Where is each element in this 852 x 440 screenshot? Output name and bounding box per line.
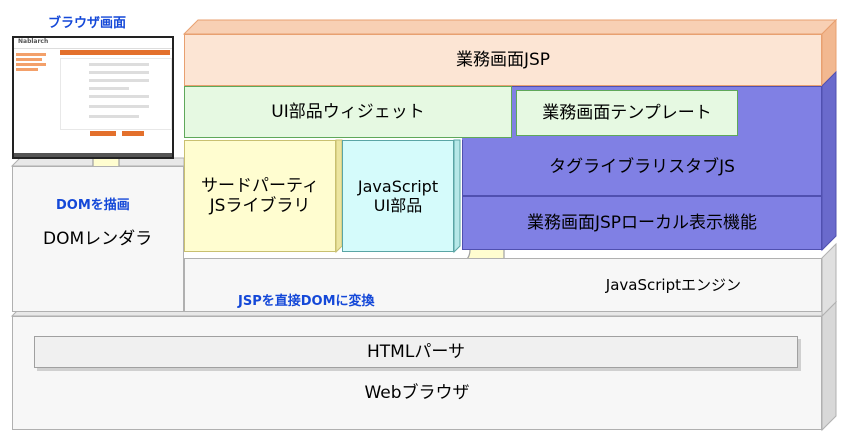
business-jsp-label: 業務画面JSP xyxy=(455,49,551,70)
web-browser-label: Webブラウザ xyxy=(364,382,470,403)
third-party-line2: JSライブラリ xyxy=(209,196,311,216)
js-engine-layer: JavaScriptエンジン xyxy=(184,258,822,312)
thumbnail-sidebar xyxy=(16,51,54,87)
taglib-stub-label: タグライブラリスタブJS xyxy=(549,157,735,178)
browser-screen-label: ブラウザ画面 xyxy=(48,16,127,31)
js-engine-label: JavaScriptエンジン xyxy=(605,276,741,294)
business-template-label: 業務画面テンプレート xyxy=(542,102,712,123)
js-ui-side-face xyxy=(453,139,461,254)
js-ui-layer: JavaScript UI部品 xyxy=(342,140,454,252)
third-party-line1: サードパーティ xyxy=(201,175,319,196)
html-parser-layer: HTMLパーサ xyxy=(34,336,798,368)
js-ui-line1: JavaScript xyxy=(357,176,439,196)
jsp-top-face xyxy=(182,19,838,35)
third-party-layer: サードパーティ JSライブラリ xyxy=(184,140,336,252)
js-ui-line2: UI部品 xyxy=(373,196,423,215)
ui-widget-label: UI部品ウィジェット xyxy=(271,101,425,122)
thumbnail-button-1 xyxy=(90,131,116,136)
thumbnail-button-2 xyxy=(122,131,144,136)
taglib-stub-layer: タグライブラリスタブJS xyxy=(462,140,822,196)
web-browser-layer: Webブラウザ xyxy=(12,316,822,430)
dom-renderer-layer: DOMレンダラ xyxy=(12,166,184,312)
business-jsp-layer: 業務画面JSP xyxy=(184,34,822,86)
web-browser-side-face xyxy=(821,300,837,432)
jsp-local-label: 業務画面JSPローカル表示機能 xyxy=(526,212,758,233)
thumbnail-header: Nablarch xyxy=(14,38,172,49)
nablarch-logo: Nablarch xyxy=(18,38,49,45)
thumbnail-title-bar xyxy=(60,50,170,55)
jsp-to-dom-label: JSPを直接DOMに変換 xyxy=(238,294,375,309)
purple-side-face xyxy=(821,70,837,252)
browser-screenshot: Nablarch xyxy=(12,36,174,159)
thumbnail-form xyxy=(60,58,172,130)
business-template-layer: 業務画面テンプレート xyxy=(516,90,738,136)
html-parser-label: HTMLパーサ xyxy=(367,341,465,362)
thumbnail-footer xyxy=(14,153,172,157)
ui-widget-layer: UI部品ウィジェット xyxy=(184,86,512,138)
draw-dom-label: DOMを描画 xyxy=(56,198,130,213)
jsp-local-layer: 業務画面JSPローカル表示機能 xyxy=(462,196,822,250)
dom-renderer-label: DOMレンダラ xyxy=(43,228,153,249)
js-engine-side-face xyxy=(821,242,837,318)
